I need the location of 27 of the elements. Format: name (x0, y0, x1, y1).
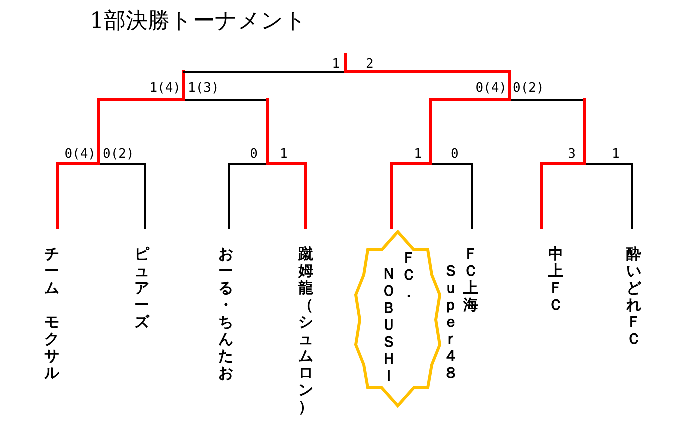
score-label: 1 (414, 148, 422, 162)
team-name: モクサル (44, 314, 61, 382)
team-name: 蹴姆龍（シュムロン） (297, 246, 314, 416)
team-name: ＦＣ上海 (462, 246, 480, 314)
score-label: 0(2) (513, 82, 544, 96)
team-name: 中上ＦＣ (548, 246, 564, 314)
score-label: 1 (332, 58, 340, 72)
team-name: 酔いどれＦＣ (626, 246, 643, 348)
title: 1部決勝トーナメント (90, 8, 307, 36)
score-label: 0 (451, 148, 459, 162)
score-label: 3 (568, 148, 576, 162)
team-name: ＦＣ． (400, 250, 418, 301)
score-label: 0 (250, 148, 258, 162)
score-label: 1(4) (150, 82, 181, 96)
score-label: 1(3) (188, 82, 220, 96)
team-name: ＮＯＢＵＳＨＩ (380, 266, 398, 385)
team-name: チーム (44, 246, 60, 297)
score-label: 2 (366, 58, 374, 72)
team-name: ピュアーズ (134, 246, 151, 331)
team-name: おーる・ちんたお (218, 246, 234, 382)
score-label: 1 (280, 148, 288, 162)
team-name: Ｓｕｐｅｒ４８ (442, 263, 460, 382)
score-label: 0(4) (64, 148, 96, 162)
score-label: 0(2) (103, 148, 134, 162)
score-label: 1 (612, 148, 620, 162)
starburst-node (354, 230, 442, 408)
score-label: 0(4) (476, 82, 507, 96)
